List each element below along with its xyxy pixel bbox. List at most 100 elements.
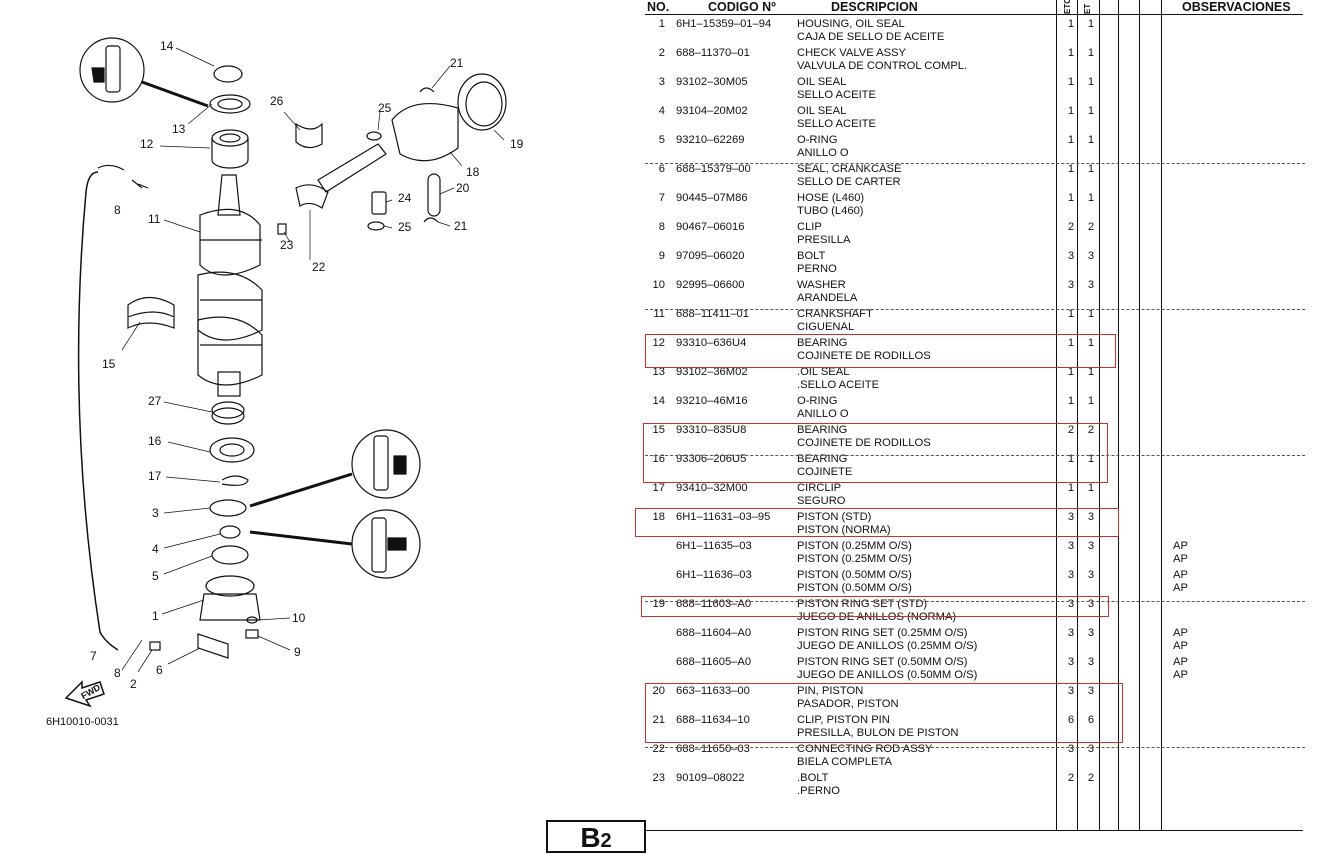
- cell-q1: 1: [1067, 163, 1075, 175]
- callout-label: 8: [114, 203, 121, 217]
- cell-q1: 1: [1067, 308, 1075, 320]
- cell-code: 688–15379–00: [676, 163, 751, 175]
- cell-no: 16: [652, 453, 665, 465]
- cell-desc1: PISTON RING SET (0.25MM O/S): [797, 627, 968, 639]
- cell-desc1: OIL SEAL: [797, 76, 847, 88]
- callout-label: 27: [148, 394, 162, 408]
- cell-desc1: WASHER: [797, 279, 846, 291]
- diagram-code: 6H10010-0031: [46, 716, 119, 728]
- cell-desc1: .OIL SEAL: [797, 366, 850, 378]
- cell-no: 15: [652, 424, 665, 436]
- cell-desc2: COJINETE DE RODILLOS: [797, 437, 931, 449]
- cell-desc2: PISTON (0.50MM O/S): [797, 582, 912, 594]
- callout-label: 18: [466, 165, 480, 179]
- cell-q1: 3: [1067, 511, 1075, 523]
- cell-desc2: ARANDELA: [797, 292, 858, 304]
- callout-label: 26: [270, 94, 284, 108]
- cell-desc1: PISTON RING SET (0.50MM O/S): [797, 656, 968, 668]
- cell-q2: 1: [1087, 76, 1095, 88]
- cell-desc2: PERNO: [797, 263, 837, 275]
- cell-desc2: ANILLO O: [797, 147, 849, 159]
- cell-desc2: BIELA COMPLETA: [797, 756, 892, 768]
- cell-desc2: .SELLO ACEITE: [797, 379, 880, 391]
- cell-code: 6H1–11636–03: [676, 569, 752, 581]
- cell-q1: 1: [1067, 395, 1075, 407]
- cell-desc1: CHECK VALVE ASSY: [797, 47, 907, 59]
- cell-q2: 2: [1087, 772, 1095, 784]
- cell-obs1: AP: [1173, 540, 1188, 552]
- cell-no: 20: [652, 685, 665, 697]
- highlight-box: [643, 423, 1108, 483]
- cell-desc2: PISTON (NORMA): [797, 524, 891, 536]
- cell-desc1: O-RING: [797, 395, 838, 407]
- cell-desc1: CLIP, PISTON PIN: [797, 714, 890, 726]
- cell-q1: 3: [1067, 627, 1075, 639]
- highlight-box: [641, 596, 1109, 617]
- cell-no: 22: [652, 743, 665, 755]
- cell-q2: 1: [1087, 192, 1095, 204]
- cell-desc2: COJINETE: [797, 466, 853, 478]
- cell-code: 688–11650–03: [676, 743, 750, 755]
- cell-q1: 6: [1067, 714, 1075, 726]
- cell-q2: 3: [1087, 685, 1095, 697]
- header-desc: DESCRIPCION: [831, 0, 918, 14]
- cell-desc2: VALVULA DE CONTROL COMPL.: [797, 60, 968, 72]
- cell-q1: 3: [1067, 279, 1075, 291]
- header-no: NO.: [647, 0, 670, 14]
- header-et: ET: [1083, 3, 1092, 14]
- cell-desc1: PISTON (0.50MM O/S): [797, 569, 912, 581]
- cell-desc2: PRESILLA: [797, 234, 851, 246]
- cell-q2: 1: [1087, 366, 1095, 378]
- page-number: 2: [600, 830, 612, 852]
- cell-desc1: PISTON (STD): [797, 511, 872, 523]
- parts-table: NO. CODIGO Nº DESCRIPCION ETC ET OBSERVA…: [635, 0, 1321, 853]
- callout-label: 19: [510, 137, 524, 151]
- cell-no: 5: [658, 134, 665, 146]
- cell-desc1: SEAL, CRANKCASE: [797, 163, 902, 175]
- cell-q1: 1: [1067, 453, 1075, 465]
- cell-no: 23: [652, 772, 665, 784]
- cell-code: 93104–20M02: [676, 105, 748, 117]
- cell-desc2: JUEGO DE ANILLOS (0.25MM O/S): [797, 640, 978, 652]
- cell-no: 11: [653, 308, 665, 320]
- callout-label: 1: [152, 609, 159, 623]
- header-code: CODIGO Nº: [708, 0, 776, 14]
- cell-q2: 2: [1087, 424, 1095, 436]
- cell-code: 92995–06600: [676, 279, 745, 291]
- cell-desc1: CONNECTING ROD ASSY: [797, 743, 933, 755]
- cell-q2: 3: [1087, 743, 1095, 755]
- cell-code: 688–11605–A0: [676, 656, 752, 668]
- callout-label: 6: [156, 663, 163, 677]
- cell-q1: 3: [1067, 743, 1075, 755]
- cell-no: 4: [658, 105, 665, 117]
- page-letter: B: [580, 822, 601, 853]
- callout-label: 16: [148, 434, 162, 448]
- page-label: B2: [546, 820, 646, 853]
- cell-obs2: AP: [1173, 640, 1188, 652]
- cell-q1: 1: [1067, 105, 1075, 117]
- cell-q1: 1: [1067, 366, 1075, 378]
- cell-obs1: AP: [1173, 627, 1188, 639]
- callout-label: 13: [172, 122, 186, 136]
- callout-label: 25: [378, 101, 392, 115]
- cell-obs1: AP: [1173, 569, 1188, 581]
- cell-q2: 1: [1087, 482, 1095, 494]
- cell-q1: 3: [1067, 540, 1075, 552]
- cell-desc1: PIN, PISTON: [797, 685, 864, 697]
- cell-q1: 3: [1067, 685, 1075, 697]
- cell-q1: 2: [1067, 221, 1075, 233]
